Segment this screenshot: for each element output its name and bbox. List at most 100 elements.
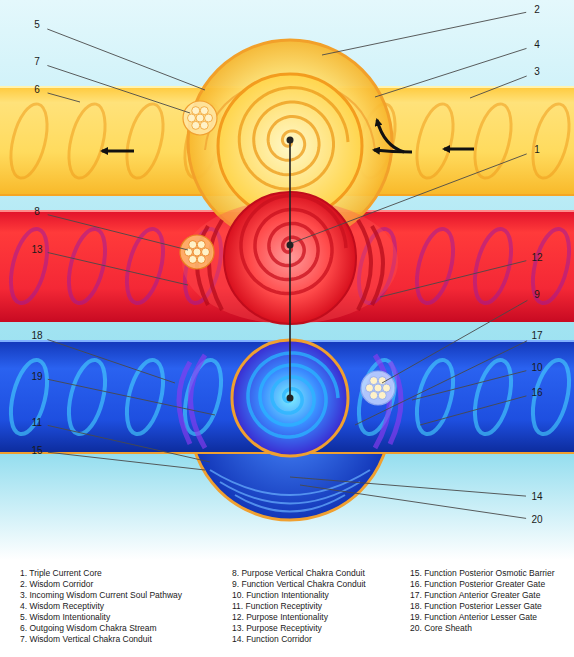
chakra-spiral [248, 353, 338, 437]
leader-line [382, 300, 527, 383]
leader-line [48, 425, 210, 462]
legend-line: 16. Function Posterior Greater Gate [410, 579, 545, 589]
callout-number: 18 [31, 330, 42, 342]
callout-number: 4 [534, 39, 540, 51]
legend-line: 18. Function Posterior Lesser Gate [410, 601, 542, 611]
conduit-cell [200, 121, 208, 129]
callout-number: 1 [534, 144, 540, 156]
legend-line: 7. Wisdom Vertical Chakra Conduit [20, 634, 152, 644]
leader-line [300, 485, 526, 518]
leader-line [412, 371, 526, 400]
conduit-cell [193, 248, 201, 256]
leader-line [48, 215, 188, 250]
legend-line: 13. Purpose Receptivity [232, 623, 322, 633]
conduit-cell [197, 255, 205, 263]
conduit-cell [370, 377, 378, 385]
conduit-cell [383, 384, 391, 392]
leader-line [355, 341, 527, 425]
conduit-cluster [183, 101, 217, 135]
conduit-cell [378, 391, 386, 399]
conduit-cell [192, 121, 200, 129]
legend-line: 1. Triple Current Core [20, 568, 102, 578]
core-dot [287, 395, 294, 402]
conduit-cell [366, 384, 374, 392]
legend-line: 20. Core Sheath [410, 623, 472, 633]
background [0, 0, 574, 560]
chakra-spiral [241, 196, 346, 294]
core-line [289, 140, 291, 398]
conduit-cell [192, 107, 200, 115]
callout-number: 17 [531, 330, 542, 342]
conduit-cell [200, 107, 208, 115]
chakra-spiral [239, 88, 348, 190]
conduit-cell [197, 241, 205, 249]
callout-number: 2 [534, 4, 540, 16]
legend-line: 3. Incoming Wisdom Current Soul Pathway [20, 590, 182, 600]
conduit-cell [374, 384, 382, 392]
legend-line: 15. Function Posterior Osmotic Barrier [410, 568, 555, 578]
legend-line: 4. Wisdom Receptivity [20, 601, 104, 611]
legend-line: 11. Function Receptivity [232, 601, 322, 611]
callout-number: 6 [34, 84, 40, 96]
conduit-cell [205, 114, 213, 122]
vertical-conduits [180, 101, 395, 405]
conduit-cell [189, 241, 197, 249]
callout-number: 5 [34, 19, 40, 31]
callout-number: 10 [531, 362, 542, 374]
core-sheath-dome [190, 452, 390, 520]
core-sheath [190, 452, 390, 520]
leader-line [47, 340, 175, 384]
legend-line: 12. Purpose Intentionality [232, 612, 328, 622]
legend-line: 8. Purpose Vertical Chakra Conduit [232, 568, 365, 578]
legend-line: 10. Function Intentionality [232, 590, 329, 600]
legend-line: 17. Function Anterior Greater Gate [410, 590, 540, 600]
leader-line [48, 253, 188, 286]
callout-number: 16 [531, 387, 542, 399]
conduit-cluster [180, 235, 214, 269]
callout-number: 9 [534, 289, 540, 301]
legend-line: 5. Wisdom Intentionality [20, 612, 110, 622]
conduit-cell [370, 391, 378, 399]
legend-line: 6. Outgoing Wisdom Chakra Stream [20, 623, 157, 633]
leader-line [48, 452, 205, 470]
leader-lines [47, 12, 527, 518]
callout-number: 7 [34, 56, 40, 68]
callout-number: 12 [531, 252, 542, 264]
callout-number: 14 [531, 491, 542, 503]
legend-line: 19. Function Anterior Lesser Gate [410, 612, 537, 622]
conduit-cell [189, 255, 197, 263]
legend-line: 14. Function Corridor [232, 634, 312, 644]
leader-line [420, 396, 526, 425]
callout-number: 8 [34, 206, 40, 218]
leader-line [292, 154, 527, 243]
leader-line [47, 66, 190, 114]
callout-number: 3 [534, 66, 540, 78]
callout-number: 15 [31, 445, 42, 457]
leader-line [47, 29, 205, 90]
leader-line [375, 48, 527, 97]
core-dot [287, 137, 294, 144]
leader-line [48, 93, 80, 102]
conduit-cell [188, 114, 196, 122]
leader-line [290, 477, 526, 496]
legend-ground [0, 560, 574, 657]
callout-number: 13 [31, 244, 42, 256]
leader-line [380, 261, 526, 297]
callout-number: 11 [32, 417, 42, 429]
conduit-cell [378, 377, 386, 385]
callout-number: 20 [531, 514, 542, 526]
flow-arrow [444, 148, 474, 151]
flow-arrow [377, 120, 404, 152]
conduit-cell [196, 114, 204, 122]
chakra-spirals [239, 88, 348, 437]
callout-number: 19 [31, 371, 42, 383]
flow-arrow [102, 150, 134, 153]
conduit-cell [202, 248, 210, 256]
conduit-cluster [361, 371, 395, 405]
legend-line: 9. Function Vertical Chakra Conduit [232, 579, 366, 589]
legend-line: 2. Wisdom Corridor [20, 579, 93, 589]
flow-arrow [374, 150, 412, 152]
leader-line [48, 379, 215, 415]
